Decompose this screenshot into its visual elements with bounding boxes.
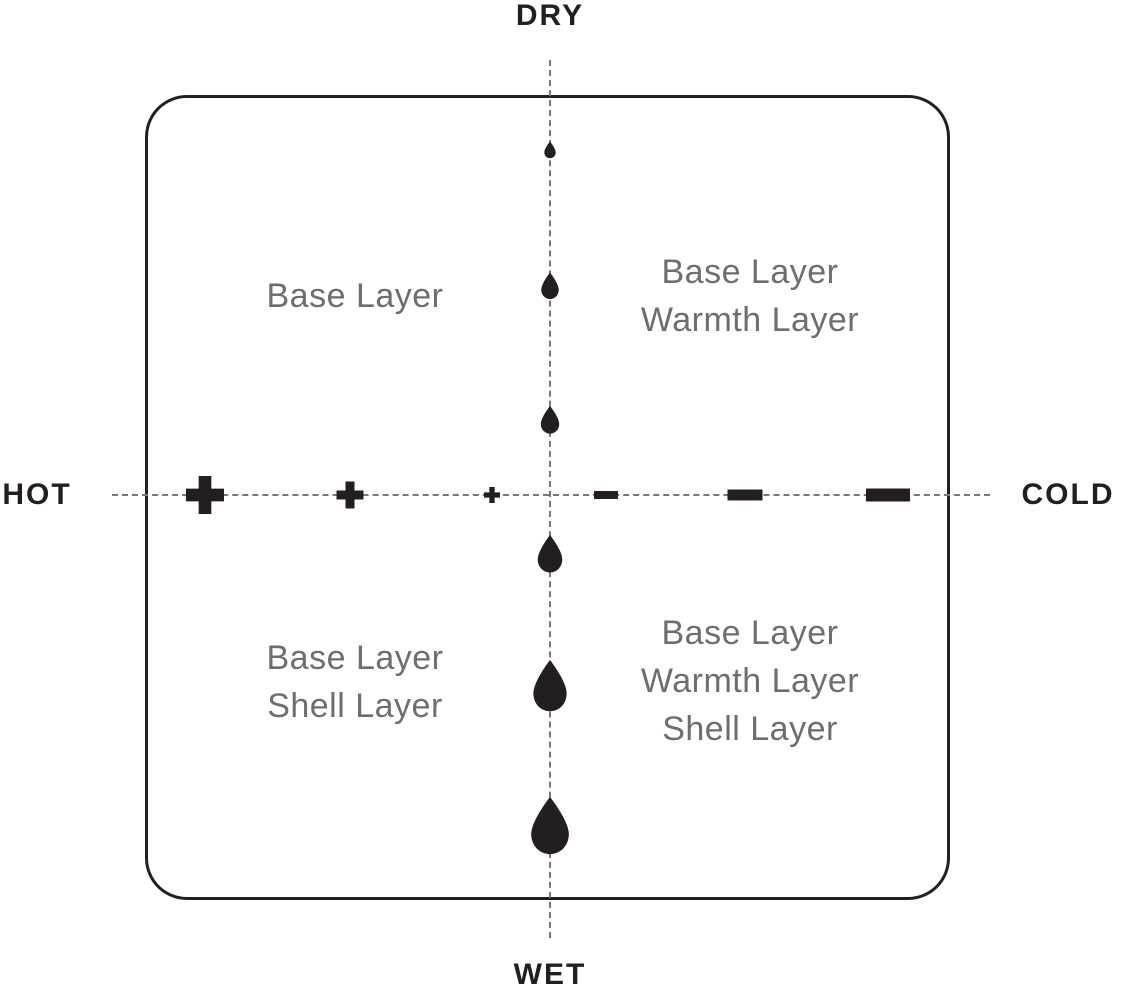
minus-icon xyxy=(594,491,618,499)
quadrant-line: Warmth Layer xyxy=(640,662,860,700)
water-drop-icon xyxy=(540,406,561,434)
quadrant-line: Warmth Layer xyxy=(640,301,860,339)
plus-icon xyxy=(336,481,364,509)
quadrant-box-border xyxy=(145,95,950,900)
plus-icon xyxy=(484,487,500,503)
axis-label-dry: DRY xyxy=(515,0,585,32)
minus-icon xyxy=(727,489,763,501)
water-drop-icon xyxy=(536,535,564,573)
vertical-moisture-axis-line xyxy=(549,60,551,938)
quadrant-bottom-left-label: Base Layer Shell Layer xyxy=(267,634,444,730)
water-drop-icon xyxy=(529,797,572,855)
quadrant-line: Base Layer xyxy=(661,253,839,291)
quadrant-line: Base Layer xyxy=(266,277,444,315)
axis-label-hot: HOT xyxy=(2,478,72,511)
quadrant-bottom-right-label: Base Layer Warmth Layer Shell Layer xyxy=(641,609,859,753)
quadrant-top-right-label: Base Layer Warmth Layer xyxy=(641,248,859,344)
plus-icon xyxy=(186,476,224,514)
quadrant-line: Shell Layer xyxy=(267,687,443,725)
water-drop-icon xyxy=(544,141,557,159)
axis-label-cold: COLD xyxy=(1021,478,1115,511)
minus-icon xyxy=(866,488,910,502)
quadrant-line: Base Layer xyxy=(661,614,839,652)
water-drop-icon xyxy=(531,660,569,712)
water-drop-icon xyxy=(540,272,560,300)
horizontal-temperature-axis-line xyxy=(112,494,990,496)
quadrant-top-left-label: Base Layer xyxy=(267,272,444,320)
quadrant-line: Base Layer xyxy=(266,639,444,677)
quadrant-line: Shell Layer xyxy=(662,710,838,748)
axis-label-wet: WET xyxy=(513,958,587,991)
